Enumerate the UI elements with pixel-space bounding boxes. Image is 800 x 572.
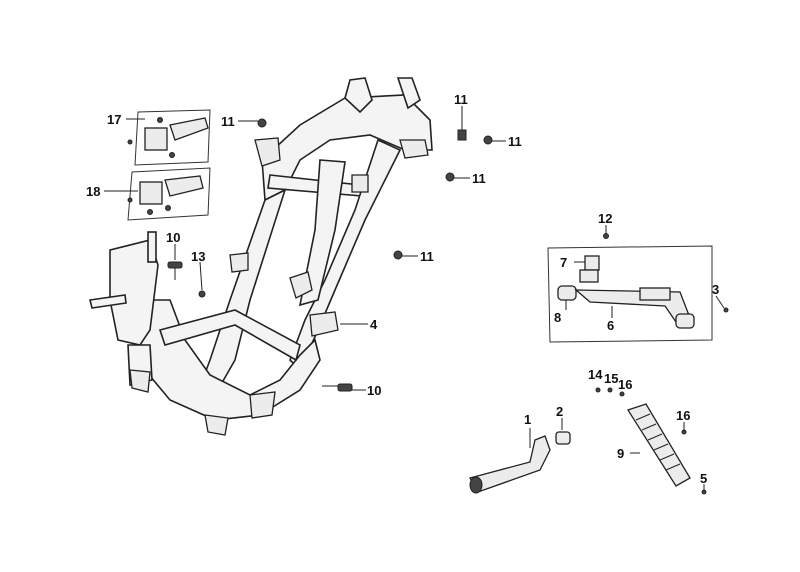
callout-10-lower: 10 — [367, 383, 381, 398]
callout-9: 9 — [617, 446, 624, 461]
bracket-17 — [127, 109, 211, 166]
callout-15: 15 — [604, 371, 618, 386]
callout-5: 5 — [700, 471, 707, 486]
bolt-13 — [198, 290, 206, 298]
callout-1: 1 — [524, 412, 531, 427]
bolt-10-upper — [167, 261, 183, 280]
callout-3: 3 — [712, 282, 719, 297]
callout-7: 7 — [560, 255, 567, 270]
leader-lines — [104, 106, 725, 490]
callout-17: 17 — [107, 112, 121, 127]
stand-assembly — [547, 233, 729, 343]
part-1-arm — [469, 435, 551, 494]
callout-12: 12 — [598, 211, 612, 226]
callout-11-right: 11 — [508, 134, 522, 149]
part-2-bushing — [555, 431, 571, 445]
bolt-11-right — [483, 135, 493, 145]
callout-11-lower: 11 — [420, 249, 434, 264]
shock-absorber-9 — [595, 387, 707, 495]
bracket-18 — [127, 167, 211, 221]
callout-16-lower: 16 — [676, 408, 690, 423]
bolt-10-lower — [322, 383, 353, 392]
bolt-11-left — [257, 118, 267, 128]
bolt-11-top — [457, 129, 467, 141]
bolt-11-mid — [445, 172, 455, 182]
callout-11-top: 11 — [454, 92, 468, 107]
callout-16-upper: 16 — [618, 377, 632, 392]
callout-4: 4 — [370, 317, 378, 332]
callout-8: 8 — [554, 310, 561, 325]
callout-11-mid: 11 — [472, 171, 486, 186]
callout-18: 18 — [86, 184, 100, 199]
callout-6: 6 — [607, 318, 614, 333]
callout-10-upper: 10 — [166, 230, 180, 245]
callout-14: 14 — [588, 367, 603, 382]
main-frame — [89, 77, 433, 436]
callout-13: 13 — [191, 249, 205, 264]
callout-2: 2 — [556, 404, 563, 419]
callout-11-left: 11 — [221, 114, 235, 129]
bolt-11-lower — [393, 250, 403, 260]
